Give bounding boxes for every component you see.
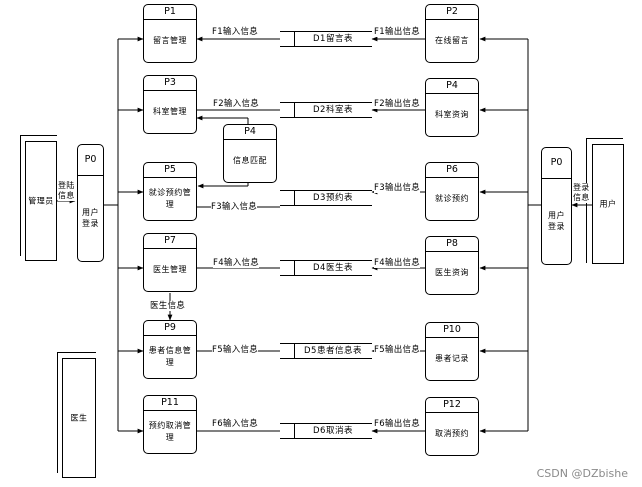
flow-login-right: 登录信息	[573, 183, 591, 203]
store-id-cell	[280, 344, 295, 358]
store-d3: D3预约表	[280, 190, 372, 206]
login-process-left-id: P0	[78, 145, 103, 176]
store-name: D4医生表	[313, 263, 353, 273]
store-id-cell	[280, 103, 295, 117]
store-id-cell	[280, 424, 295, 438]
login-process-right: P0 用户登录	[541, 147, 572, 265]
process-p9: P9 患者信息管理	[143, 320, 197, 379]
process-name: 科室管理	[153, 106, 187, 116]
watermark: CSDN @DZbishe	[536, 467, 628, 480]
process-name: 预约取消管理	[148, 420, 192, 442]
store-name: D3预约表	[313, 193, 353, 203]
user-entity-label: 用户	[599, 199, 617, 209]
flow-f5-input: F5输入信息	[212, 345, 259, 355]
process-name: 患者信息管理	[148, 345, 192, 367]
process-id: P12	[426, 398, 478, 413]
store-d4: D4医生表	[280, 260, 372, 276]
process-p3: P3 科室管理	[143, 75, 197, 134]
process-name: 医生管理	[153, 264, 187, 274]
flow-login-left: 登陆信息	[58, 181, 76, 201]
flow-f2-input: F2输入信息	[213, 99, 260, 109]
flow-f4-input: F4输入信息	[213, 258, 260, 268]
user-entity: 用户	[592, 144, 624, 264]
doctor-entity-label: 医生	[70, 413, 88, 423]
flow-f1-output: F1输出信息	[374, 27, 421, 37]
process-name: 信息匹配	[233, 155, 267, 165]
login-process-left: P0 用户登录	[77, 144, 104, 262]
process-p4: P4 科室资询	[425, 78, 479, 137]
login-process-right-name: 用户登录	[548, 211, 565, 231]
process-p6: P6 就诊预约	[425, 162, 479, 221]
store-d1: D1留言表	[280, 31, 372, 47]
store-id-cell	[280, 32, 295, 46]
flow-f1-input: F1输入信息	[212, 27, 259, 37]
process-id: P9	[144, 321, 196, 336]
process-name: 就诊预约管理	[148, 187, 192, 209]
process-name: 取消预约	[435, 428, 469, 438]
process-p11: P11 预约取消管理	[143, 395, 197, 454]
process-id: P2	[426, 5, 478, 20]
flow-f5-output: F5输出信息	[374, 345, 421, 355]
process-name: 留言管理	[153, 35, 187, 45]
doctor-entity: 医生	[62, 358, 96, 478]
process-p2: P2 在线留言	[425, 4, 479, 63]
process-p4-info-match: P4 信息匹配	[223, 124, 277, 183]
process-id: P1	[144, 5, 196, 20]
process-id: P7	[144, 234, 196, 249]
admin-entity-label: 管理员	[28, 196, 54, 206]
process-name: 科室资询	[435, 109, 469, 119]
flow-f6-output: F6输出信息	[374, 419, 421, 429]
admin-entity-shadow	[20, 135, 57, 256]
process-name: 就诊预约	[435, 193, 469, 203]
process-p8: P8 医生资询	[425, 236, 479, 295]
process-id: P8	[426, 237, 478, 252]
store-name: D6取消表	[313, 426, 353, 436]
store-id-cell	[280, 261, 295, 275]
store-d6: D6取消表	[280, 423, 372, 439]
flow-f6-input: F6输入信息	[212, 419, 259, 429]
login-process-left-name: 用户登录	[82, 208, 99, 228]
process-p1: P1 留言管理	[143, 4, 197, 63]
process-name: 在线留言	[435, 35, 469, 45]
flow-f3-output: F3输出信息	[374, 183, 421, 193]
store-id-cell	[280, 191, 295, 205]
process-p12: P12 取消预约	[425, 397, 479, 456]
store-d2: D2科室表	[280, 102, 372, 118]
store-d5: D5患者信息表	[280, 343, 372, 359]
doctor-entity-shadow	[57, 352, 96, 473]
store-name: D1留言表	[313, 34, 353, 44]
store-name: D2科室表	[313, 105, 353, 115]
login-process-right-id: P0	[542, 148, 571, 179]
flow-doctor-info: 医生信息	[150, 301, 186, 311]
process-p10: P10 患者记录	[425, 322, 479, 381]
process-p5: P5 就诊预约管理	[143, 162, 197, 221]
process-id: P6	[426, 163, 478, 178]
process-id: P10	[426, 323, 478, 338]
flow-f2-output: F2输出信息	[374, 99, 421, 109]
process-id: P5	[144, 163, 196, 178]
process-id: P4	[224, 125, 276, 140]
process-id: P11	[144, 396, 196, 411]
process-name: 患者记录	[435, 353, 469, 363]
process-id: P4	[426, 79, 478, 94]
flow-f4-output: F4输出信息	[374, 258, 421, 268]
store-name: D5患者信息表	[304, 346, 362, 356]
process-id: P3	[144, 76, 196, 91]
admin-entity: 管理员	[25, 141, 57, 261]
process-p7: P7 医生管理	[143, 233, 197, 292]
process-name: 医生资询	[435, 267, 469, 277]
flow-f3-input: F3输入信息	[211, 202, 258, 212]
